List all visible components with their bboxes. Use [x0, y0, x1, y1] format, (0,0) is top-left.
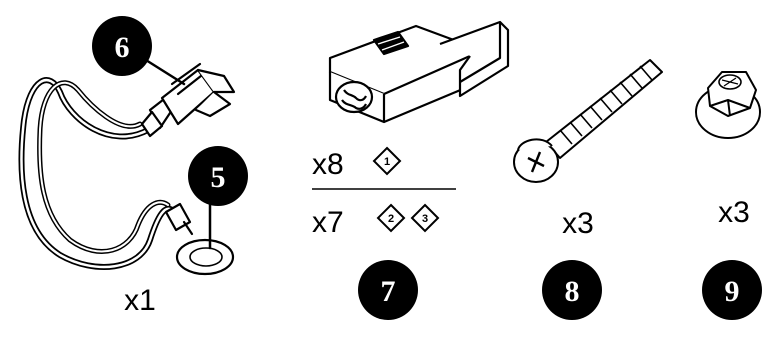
callout-8-number: 8 [565, 275, 580, 308]
svg-text:2: 2 [388, 213, 394, 225]
step-diamond-1: 1 [374, 148, 400, 174]
spade-connector-icon [142, 64, 234, 136]
phillips-screw-icon [514, 60, 662, 182]
callout-7-number: 7 [381, 275, 396, 308]
callout-6-number: 6 [115, 31, 130, 64]
wire-connector-bracket-icon [330, 22, 508, 122]
svg-text:3: 3 [422, 213, 428, 225]
callout-5: 5 [188, 146, 248, 206]
callout-7: 7 [358, 260, 418, 320]
part-7-quantity-a: x8 [312, 148, 344, 181]
callout-9: 9 [702, 260, 762, 320]
ring-terminal-icon [166, 204, 233, 274]
callout-6: 6 [92, 16, 152, 76]
part-7-quantity-b: x7 [312, 206, 344, 239]
callout-8: 8 [542, 260, 602, 320]
part-6-quantity: x1 [124, 284, 156, 317]
part-9-quantity: x3 [718, 196, 750, 229]
step-diamond-3: 3 [412, 205, 438, 231]
svg-text:1: 1 [384, 156, 390, 168]
hex-flange-nut-icon [696, 72, 760, 138]
callout-9-number: 9 [725, 275, 740, 308]
part-8-quantity: x3 [562, 207, 594, 240]
callout-5-number: 5 [211, 161, 226, 194]
step-diamond-2: 2 [378, 205, 404, 231]
